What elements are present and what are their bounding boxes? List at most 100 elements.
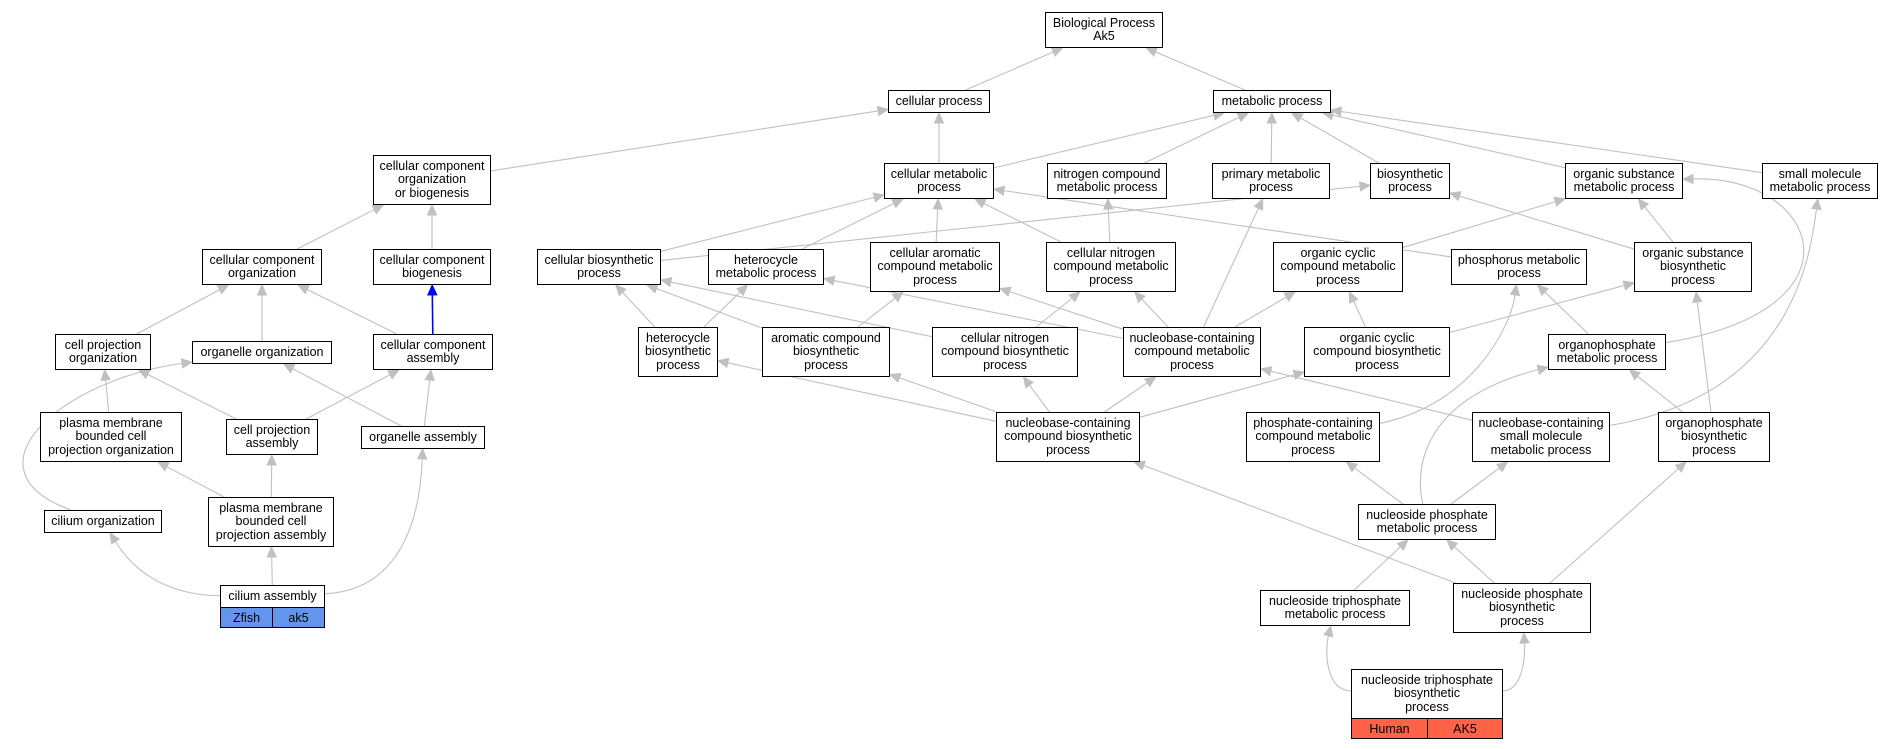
edge-cc-organization-to-cc-org-biogenesis-arrowhead [371, 204, 385, 215]
edge-cellular-biosynthetic-to-cellular-metabolic [660, 196, 875, 252]
node-nucleoside-phosphate-biosynthetic-process[interactable]: nucleoside phosphate biosynthetic proces… [1453, 583, 1591, 633]
node-metabolic-process[interactable]: metabolic process [1213, 90, 1331, 113]
node-label: organic substance metabolic process [1573, 166, 1675, 194]
edge-nucleobase-biosynthetic-to-aromatic-biosynthetic-arrowhead [888, 372, 902, 383]
node-cellular-component-assembly[interactable]: cellular component assembly [373, 334, 493, 370]
node-cell-projection-assembly[interactable]: cell projection assembly [226, 419, 318, 455]
node-cilium-assembly[interactable]: cilium assembly [220, 585, 325, 608]
node-nucleoside-triphosphate-biosynthetic-process[interactable]: nucleoside triphosphate biosynthetic pro… [1351, 669, 1503, 719]
node-organelle-assembly[interactable]: organelle assembly [361, 426, 485, 449]
node-organelle-organization[interactable]: organelle organization [192, 341, 332, 364]
edge-phosphorus-metabolic-to-cellular-metabolic-arrowhead [992, 185, 1006, 196]
node-label: nitrogen compound metabolic process [1053, 166, 1161, 194]
node-cell-projection-organization[interactable]: cell projection organization [55, 334, 151, 370]
node-heterocycle-biosynthetic-process[interactable]: heterocycle biosynthetic process [638, 327, 718, 377]
edge-cilium-org-to-organelle-org [22, 362, 183, 511]
node-label: small molecule metabolic process [1769, 166, 1871, 194]
node-organic-substance-metabolic-process[interactable]: organic substance metabolic process [1565, 163, 1683, 199]
edge-organophosphate-metabolic-to-phosphorus-metabolic [1544, 291, 1589, 335]
node-label: phosphate-containing compound metabolic … [1253, 415, 1373, 457]
edge-cc-organization-to-cc-org-biogenesis [296, 209, 375, 250]
zfish-gene-tag[interactable]: ak5 [272, 607, 325, 628]
edge-organic-substance-biosynthetic-to-organic-substance-metabolic [1644, 206, 1674, 243]
edge-aromatic-biosynthetic-to-cellular-aromatic-metabolic-arrowhead [891, 291, 904, 303]
edge-cc-org-biogenesis-to-cellular-process [490, 110, 879, 172]
edge-cilium-assembly-to-organelle-assembly [324, 458, 423, 595]
edge-organic-substance-metabolic-to-metabolic-process [1332, 114, 1566, 169]
node-phosphorus-metabolic-process[interactable]: phosphorus metabolic process [1451, 249, 1587, 285]
edge-nucleobase-metabolic-to-cellular-nitrogen-metabolic-arrowhead [1133, 291, 1146, 304]
edge-nucleoside-phosphate-metabolic-to-nucleobase-small-molecule-arrowhead [1495, 461, 1509, 473]
edge-nucleoside-phosphate-biosynthetic-to-nucleoside-phosphate-metabolic-arrowhead [1445, 539, 1459, 551]
node-cilium-organization[interactable]: cilium organization [44, 510, 162, 533]
node-label: cell projection assembly [233, 422, 311, 450]
node-organophosphate-biosynthetic-process[interactable]: organophosphate biosynthetic process [1658, 412, 1770, 462]
node-cellular-process[interactable]: cellular process [888, 90, 990, 113]
node-cellular-component-organization[interactable]: cellular component organization [202, 249, 322, 285]
node-small-molecule-metabolic-process[interactable]: small molecule metabolic process [1762, 163, 1878, 199]
node-cellular-aromatic-compound-metabolic-process[interactable]: cellular aromatic compound metabolic pro… [870, 242, 1000, 292]
node-primary-metabolic-process[interactable]: primary metabolic process [1212, 163, 1330, 199]
edge-nucleobase-metabolic-to-cellular-aromatic-metabolic-arrowhead [998, 286, 1012, 297]
node-plasma-membrane-bounded-cell-projection-assembly[interactable]: plasma membrane bounded cell projection … [208, 497, 334, 547]
edge-nucleobase-small-molecule-to-small-molecule-metabolic [1609, 208, 1818, 426]
edge-organic-substance-biosynthetic-to-biosynthetic-process [1459, 195, 1635, 250]
edge-nucleobase-biosynthetic-to-nucleobase-metabolic-arrowhead [1143, 376, 1157, 388]
node-cellular-component-biogenesis[interactable]: cellular component biogenesis [373, 249, 491, 285]
node-nitrogen-compound-metabolic-process[interactable]: nitrogen compound metabolic process [1047, 163, 1167, 199]
node-biosynthetic-process[interactable]: biosynthetic process [1370, 163, 1450, 199]
node-organic-cyclic-compound-metabolic-process[interactable]: organic cyclic compound metabolic proces… [1273, 242, 1403, 292]
node-label: nucleobase-containing compound metabolic… [1129, 330, 1255, 372]
human-species-tag[interactable]: Human [1351, 718, 1428, 739]
edge-heterocycle-metabolic-to-cellular-metabolic-arrowhead [891, 198, 904, 209]
edge-organelle-assembly-to-organelle-org-arrowhead [282, 363, 296, 374]
edge-organelle-org-to-cc-organization-arrowhead [256, 283, 268, 296]
node-label: cellular process [895, 93, 983, 108]
node-aromatic-compound-biosynthetic-process[interactable]: aromatic compound biosynthetic process [762, 327, 890, 377]
edge-aromatic-biosynthetic-to-cellular-biosynthetic [656, 287, 763, 329]
node-nucleobase-containing-compound-biosynthetic-process[interactable]: nucleobase-containing compound biosynthe… [996, 412, 1140, 462]
edge-nucleobase-biosynthetic-to-organic-cyclic-biosynthetic [1139, 374, 1295, 418]
edge-cilium-assembly-to-cilium-org [114, 541, 221, 597]
node-organic-cyclic-compound-biosynthetic-process[interactable]: organic cyclic compound biosynthetic pro… [1304, 327, 1450, 377]
edge-cc-biogenesis-to-cc-org-biogenesis-arrowhead [426, 203, 438, 216]
edge-cell-projection-assembly-to-cc-assembly-arrowhead [387, 369, 400, 380]
edge-nucleobase-metabolic-to-cellular-aromatic-metabolic [1009, 291, 1124, 330]
node-nucleobase-containing-compound-metabolic-process[interactable]: nucleobase-containing compound metabolic… [1123, 327, 1261, 377]
zfish-species-tag[interactable]: Zfish [220, 607, 273, 628]
edge-metabolic-process-to-bp-ak5-arrowhead [1145, 47, 1159, 57]
node-cellular-metabolic-process[interactable]: cellular metabolic process [884, 163, 994, 199]
node-cellular-nitrogen-compound-biosynthetic-process[interactable]: cellular nitrogen compound biosynthetic … [932, 327, 1078, 377]
node-label: aromatic compound biosynthetic process [771, 330, 881, 372]
node-organophosphate-metabolic-process[interactable]: organophosphate metabolic process [1548, 334, 1666, 370]
node-biological-process-ak5[interactable]: Biological Process Ak5 [1045, 12, 1163, 48]
edge-pm-cell-projection-org-to-cell-projection-org-arrowhead [100, 368, 111, 381]
edge-cellular-nitrogen-metabolic-to-cellular-metabolic-arrowhead [973, 198, 987, 209]
node-heterocycle-metabolic-process[interactable]: heterocycle metabolic process [708, 249, 824, 285]
edge-nucleoside-phosphate-metabolic-to-organophosphate-metabolic [1419, 369, 1539, 505]
node-nucleoside-phosphate-metabolic-process[interactable]: nucleoside phosphate metabolic process [1358, 504, 1496, 540]
edge-organic-cyclic-biosynthetic-to-organic-cyclic-metabolic [1353, 300, 1367, 328]
node-plasma-membrane-bounded-cell-projection-organization[interactable]: plasma membrane bounded cell projection … [40, 412, 182, 462]
edge-organic-cyclic-biosynthetic-to-organic-cyclic-metabolic-arrowhead [1348, 290, 1359, 304]
node-phosphate-containing-compound-metabolic-process[interactable]: phosphate-containing compound metabolic … [1246, 412, 1380, 462]
node-cellular-component-organization-or-biogenesis[interactable]: cellular component organization or bioge… [373, 155, 491, 205]
edge-heterocycle-biosynthetic-to-heterocycle-metabolic [703, 291, 741, 328]
node-label: cilium assembly [228, 588, 317, 603]
node-label: organophosphate biosynthetic process [1665, 415, 1763, 457]
edge-ntp-metabolic-to-nucleoside-phosphate-metabolic [1353, 546, 1401, 591]
node-nucleoside-triphosphate-metabolic-process[interactable]: nucleoside triphosphate metabolic proces… [1260, 590, 1410, 626]
node-label: nucleoside triphosphate metabolic proces… [1268, 593, 1402, 621]
node-cellular-nitrogen-compound-metabolic-process[interactable]: cellular nitrogen compound metabolic pro… [1046, 242, 1176, 292]
node-organic-substance-biosynthetic-process[interactable]: organic substance biosynthetic process [1634, 242, 1752, 292]
edge-nucleobase-biosynthetic-to-nucleobase-metabolic [1104, 382, 1148, 413]
edge-ntp-metabolic-to-nucleoside-phosphate-metabolic-arrowhead [1396, 539, 1409, 552]
node-cellular-biosynthetic-process[interactable]: cellular biosynthetic process [537, 249, 661, 285]
edge-cellular-nitrogen-metabolic-to-nitrogen-compound-metabolic [1107, 208, 1111, 243]
zfish-species-label: Zfish [232, 610, 261, 625]
edge-cilium-assembly-to-pm-cell-projection-assembly-arrowhead [266, 545, 277, 558]
node-nucleobase-containing-small-molecule-metabolic-process[interactable]: nucleobase-containing small molecule met… [1472, 412, 1610, 462]
edge-heterocycle-biosynthetic-to-heterocycle-metabolic-arrowhead [736, 284, 749, 297]
human-gene-tag[interactable]: AK5 [1427, 718, 1503, 739]
edge-primary-metabolic-to-metabolic-process [1270, 122, 1273, 164]
